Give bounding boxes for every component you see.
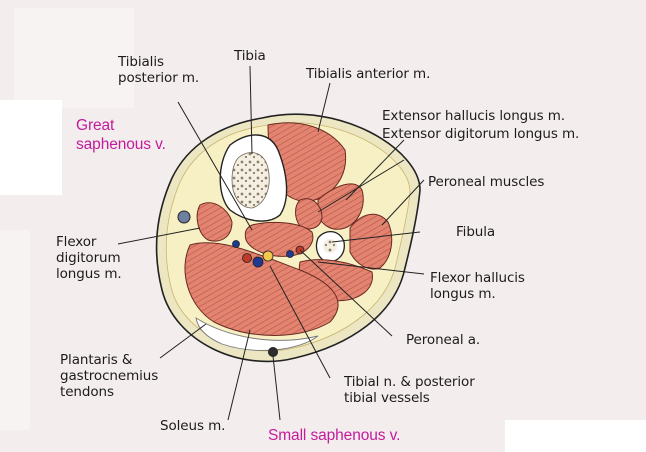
label-extensor-hallucis: Extensor hallucis longus m. xyxy=(382,108,565,124)
label-peroneal-muscles: Peroneal muscles xyxy=(428,174,544,190)
peroneal-muscle xyxy=(350,214,392,269)
label-peroneal-artery: Peroneal a. xyxy=(406,332,480,348)
small-saphenous-vein-vessel xyxy=(269,348,278,357)
great-saphenous-vein-vessel xyxy=(178,211,190,223)
tibia-marrow xyxy=(232,153,269,208)
background-page-top-left xyxy=(14,8,134,108)
label-plantaris-gastrocnemius: Plantaris & gastrocnemius tendons xyxy=(60,352,158,400)
peroneal-vein-vessel xyxy=(287,251,294,258)
tibial-nerve xyxy=(263,251,273,261)
label-soleus: Soleus m. xyxy=(160,418,225,434)
fibula-marrow xyxy=(323,239,337,253)
anterior-tibial-vessel xyxy=(233,241,240,248)
background-white-strip-bottom xyxy=(505,420,646,452)
label-tibialis-posterior: Tibialis posterior m. xyxy=(118,54,199,86)
label-flexor-digitorum: Flexor digitorum longus m. xyxy=(56,234,122,282)
label-extensor-digitorum: Extensor digitorum longus m. xyxy=(382,126,579,142)
label-tibia: Tibia xyxy=(234,48,266,64)
label-great-saphenous: Great saphenous v. xyxy=(76,116,166,154)
label-fibula: Fibula xyxy=(456,224,495,240)
background-white-strip xyxy=(0,100,62,195)
label-flexor-hallucis: Flexor hallucis longus m. xyxy=(430,270,525,302)
posterior-tibial-vein xyxy=(253,257,263,267)
label-tibialis-anterior: Tibialis anterior m. xyxy=(306,66,430,82)
posterior-tibial-artery xyxy=(243,254,252,263)
label-tibial-nerve: Tibial n. & posterior tibial vessels xyxy=(344,374,475,406)
label-small-saphenous: Small saphenous v. xyxy=(268,426,400,445)
background-page-left xyxy=(0,230,30,430)
